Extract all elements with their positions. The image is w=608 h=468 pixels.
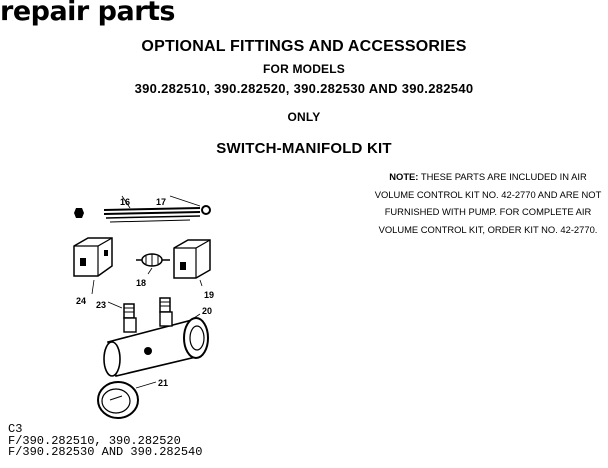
page-title: repair parts: [0, 0, 175, 27]
part-21-gauge: [97, 381, 157, 419]
note-text: THESE PARTS ARE INCLUDED IN AIR VOLUME C…: [374, 171, 602, 235]
footer-line-2: F/390.282510, 390.282520: [8, 433, 181, 448]
kit-note: NOTE: THESE PARTS ARE INCLUDED IN AIR VO…: [370, 168, 606, 238]
part-label-19: 19: [204, 290, 214, 300]
section-subtitle: OPTIONAL FITTINGS AND ACCESSORIES: [141, 38, 467, 55]
part-label-24: 24: [76, 296, 86, 306]
part-label-16: 16: [120, 197, 130, 207]
part-label-20: 20: [202, 306, 212, 316]
parts-diagram: 16 17 18 19 20 21 23 24: [73, 195, 214, 419]
only-label: ONLY: [287, 110, 321, 124]
part-16-springs: [103, 195, 201, 223]
footer-line-1: C3: [8, 422, 23, 436]
part-19-switch-block: [173, 239, 211, 279]
part-18-switch: [136, 253, 170, 267]
part-20-manifold: [103, 311, 209, 377]
part-label-21: 21: [158, 378, 168, 388]
footer-line-3: F/390.282530 AND 390.282540: [8, 445, 203, 459]
part-label-23: 23: [96, 300, 106, 310]
part-nut: [74, 208, 84, 218]
footer-codes: C3 F/390.282510, 390.282520 F/390.282530…: [8, 422, 203, 459]
part-label-18: 18: [136, 278, 146, 288]
note-label: NOTE:: [389, 171, 419, 182]
part-24-switch-block: [73, 237, 113, 277]
model-numbers: 390.282510, 390.282520, 390.282530 AND 3…: [134, 81, 474, 96]
part-17-o-ring: [201, 205, 211, 215]
kit-title: SWITCH-MANIFOLD KIT: [216, 140, 392, 157]
for-models-label: FOR MODELS: [263, 62, 345, 76]
part-label-17: 17: [156, 197, 166, 207]
